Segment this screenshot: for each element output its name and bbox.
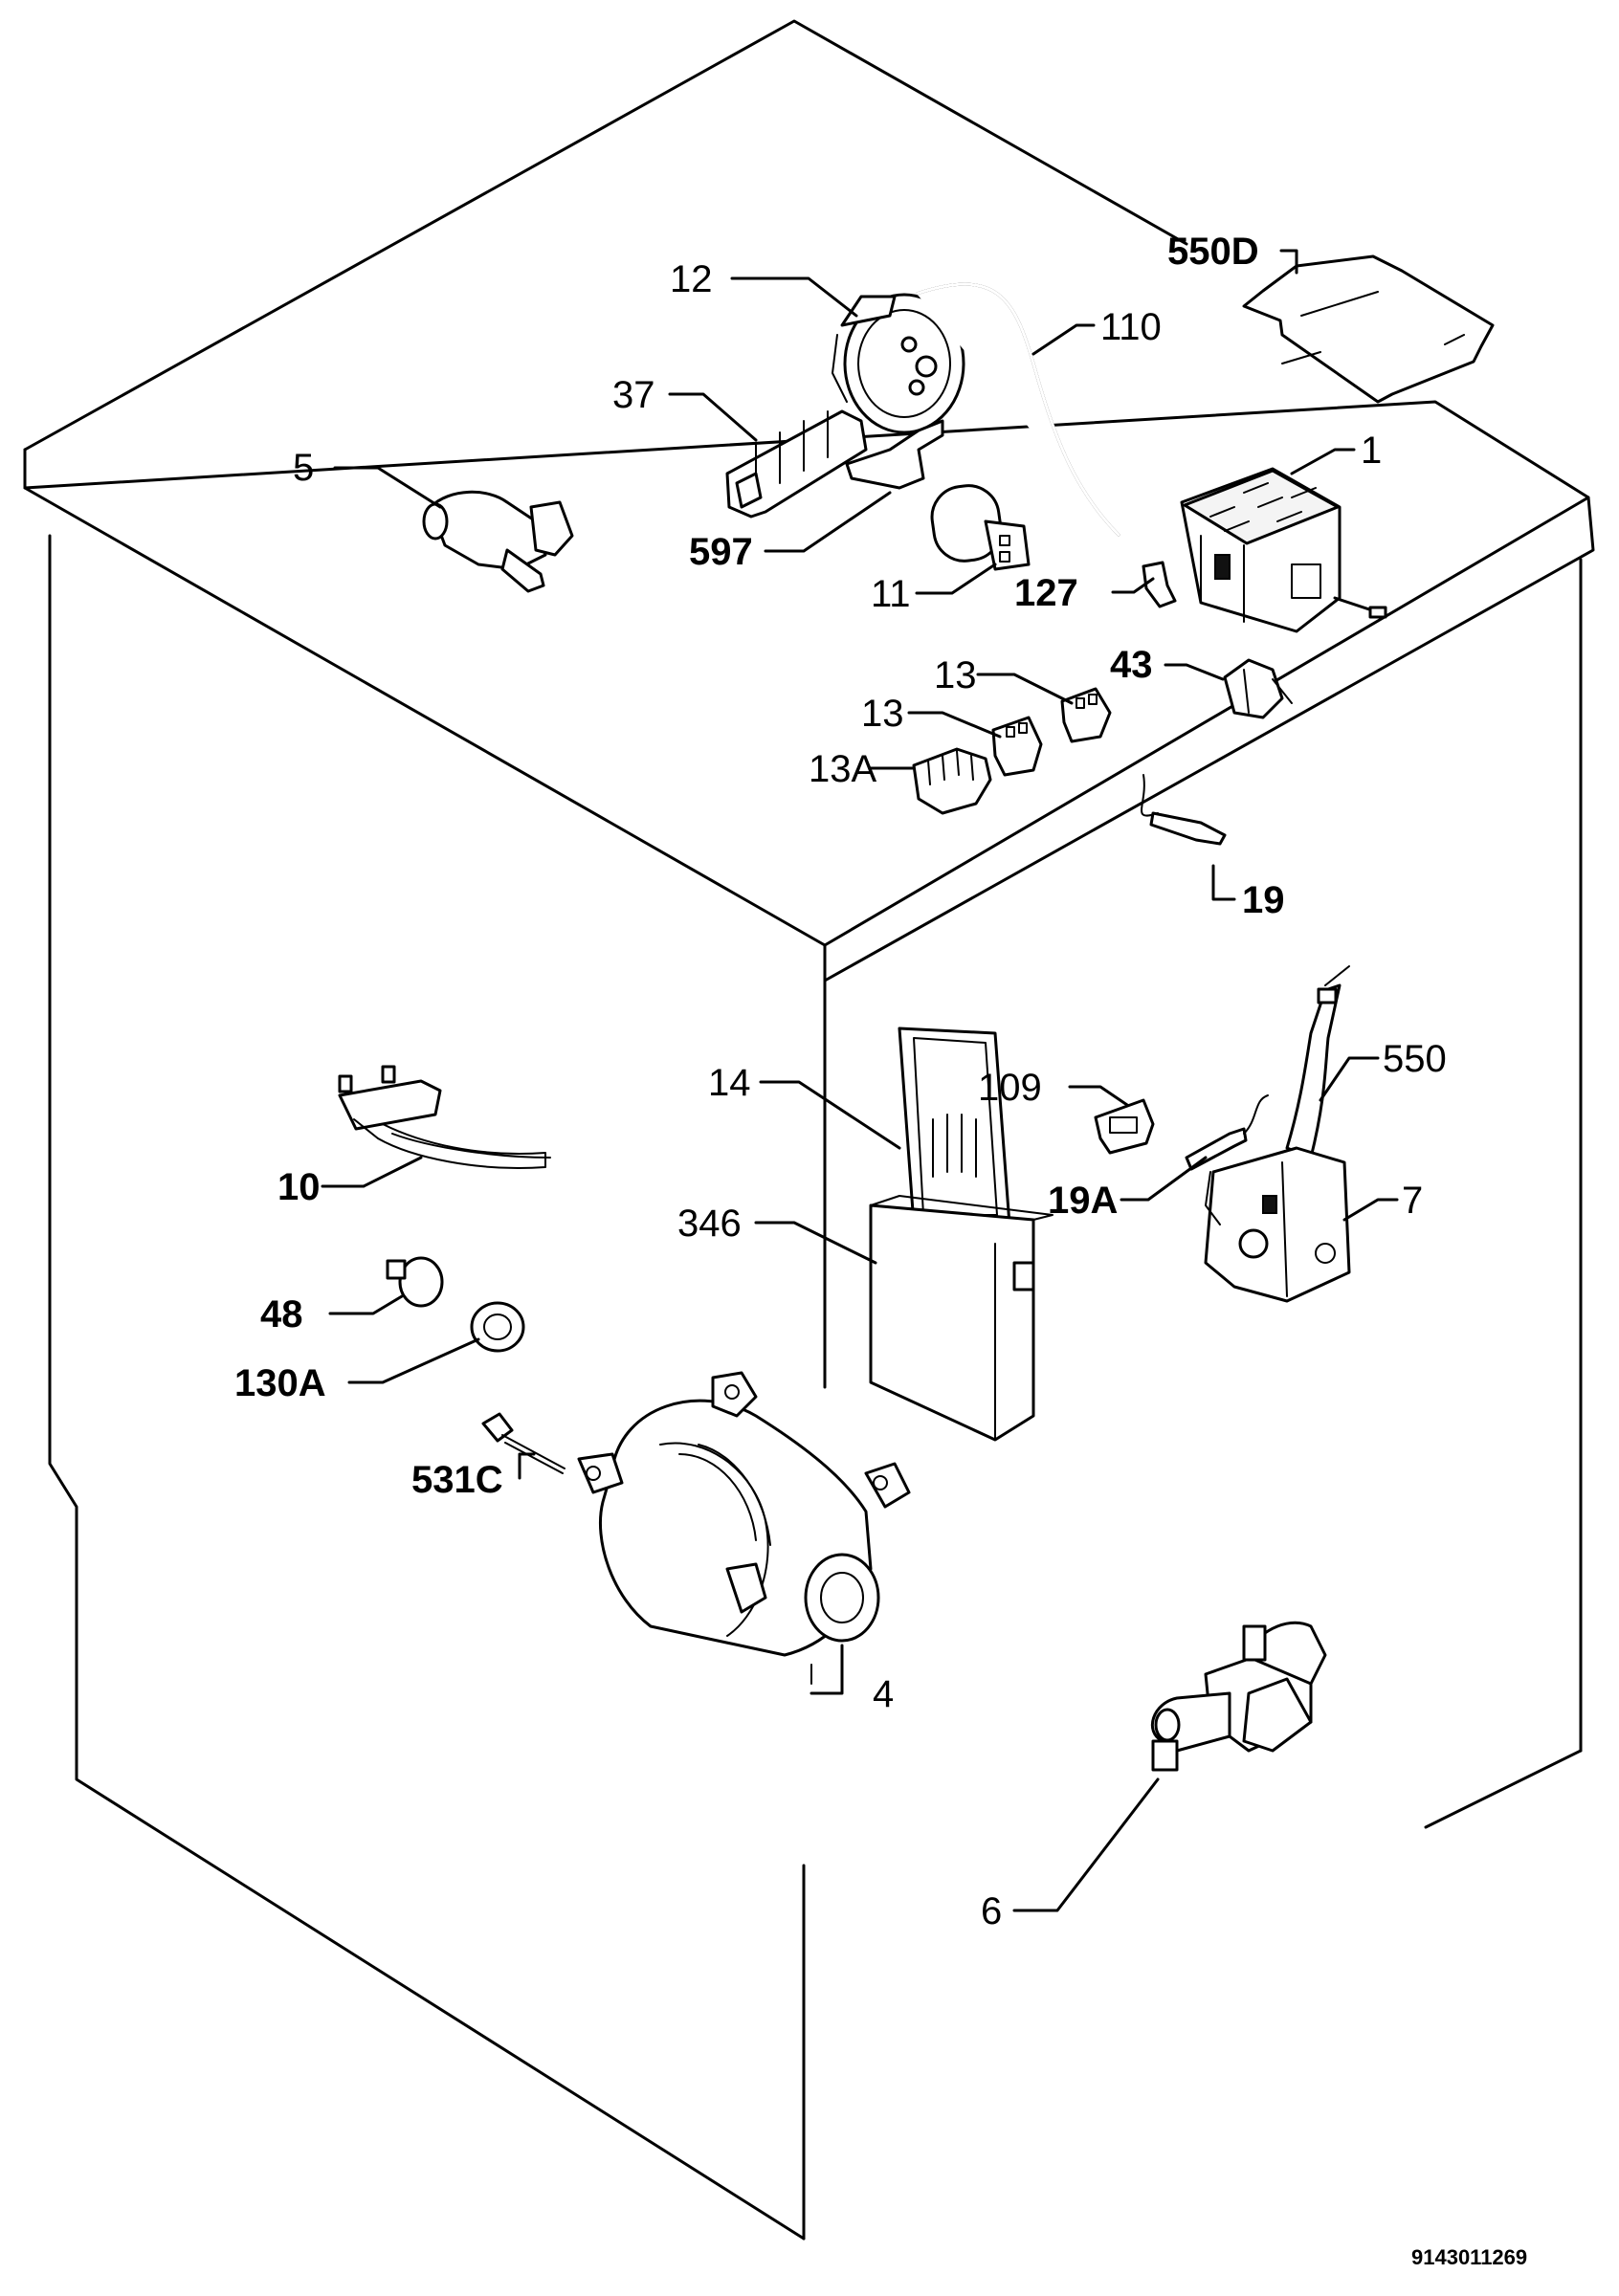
- part-48-vent: [386, 1256, 444, 1308]
- label-13-upper: 13: [934, 654, 977, 696]
- part-7-door-interlock: [1204, 1146, 1351, 1303]
- part-531c-screw: [481, 1412, 566, 1474]
- part-14-drawer-insert: [898, 1027, 1011, 1226]
- label-19a: 19A: [1048, 1180, 1118, 1222]
- part-13-connector-upper: [1060, 687, 1112, 743]
- part-4-motor: [577, 1371, 911, 1657]
- part-10-heater: [338, 1065, 551, 1169]
- part-11-capacitor: [930, 484, 1031, 571]
- label-19: 19: [1242, 879, 1285, 921]
- label-110: 110: [1100, 306, 1162, 348]
- label-14: 14: [708, 1062, 751, 1104]
- part-13-connector-lower: [991, 716, 1043, 777]
- label-531c: 531C: [411, 1459, 503, 1501]
- label-1: 1: [1361, 430, 1382, 472]
- label-550d: 550D: [1167, 231, 1259, 273]
- label-11: 11: [871, 573, 911, 615]
- label-4: 4: [873, 1673, 894, 1715]
- part-130a-nut: [470, 1301, 525, 1353]
- leader-lines: [321, 249, 1399, 1912]
- part-19a-probe: [1185, 1094, 1269, 1171]
- label-10: 10: [277, 1166, 321, 1208]
- part-6-drain-pump: [1150, 1621, 1327, 1772]
- label-127: 127: [1014, 572, 1078, 614]
- label-43: 43: [1110, 644, 1153, 686]
- label-109: 109: [978, 1067, 1042, 1109]
- label-597: 597: [689, 531, 753, 573]
- part-1-programmer: [1180, 467, 1387, 633]
- part-12-pressure-switch: [832, 293, 965, 434]
- label-6: 6: [981, 1890, 1002, 1932]
- label-550: 550: [1383, 1038, 1447, 1080]
- part-5-inlet-valve: [422, 490, 574, 593]
- label-346: 346: [677, 1203, 742, 1245]
- part-346-dispenser-box: [869, 1195, 1053, 1442]
- cabinet-outline: [23, 19, 1595, 2241]
- part-597-bracket: [845, 419, 944, 490]
- part-43-switch: [1223, 658, 1293, 719]
- part-19-sensor: [1141, 774, 1227, 846]
- label-13a: 13A: [809, 748, 876, 790]
- part-550-lever: [1285, 983, 1342, 1159]
- label-7: 7: [1402, 1180, 1423, 1222]
- part-37-connector-strip: [725, 409, 868, 519]
- label-48: 48: [260, 1293, 303, 1336]
- label-130a: 130A: [234, 1362, 326, 1404]
- label-13-lower: 13: [861, 693, 904, 735]
- label-12: 12: [670, 258, 713, 300]
- document-number: 9143011269: [1411, 2245, 1527, 2269]
- part-550d-plate: [1242, 254, 1495, 404]
- part-127-plug: [1142, 561, 1177, 608]
- part-109-clip: [1094, 1098, 1155, 1155]
- part-13a-connector: [912, 747, 992, 815]
- label-5: 5: [293, 447, 314, 489]
- part-labels: 550D 12 110 37 5 1 597 11 127 43 13 13 1…: [234, 231, 1447, 1932]
- label-37: 37: [612, 374, 655, 416]
- part-110-hose: [916, 282, 1121, 538]
